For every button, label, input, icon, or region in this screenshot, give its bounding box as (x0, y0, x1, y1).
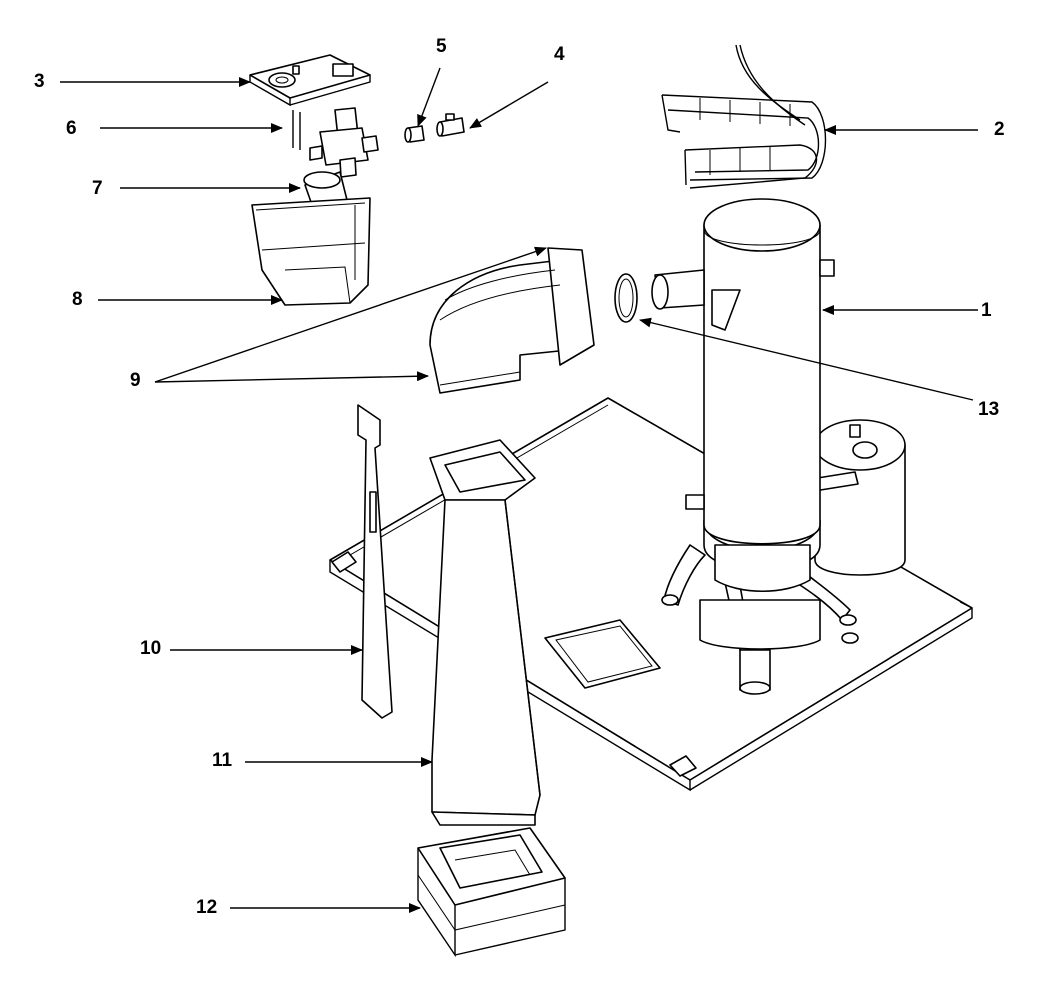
callout-4: 4 (554, 44, 565, 65)
callout-3: 3 (34, 71, 45, 92)
callout-1: 1 (981, 300, 992, 321)
wire-guard (661, 44, 827, 189)
boiler-tank (651, 198, 906, 695)
leader-4 (469, 81, 549, 129)
callout-13: 13 (978, 399, 1000, 420)
callout-8: 8 (72, 289, 83, 310)
callout-10: 10 (140, 638, 162, 659)
callout-11: 11 (212, 750, 233, 771)
top-plate (249, 54, 371, 107)
callout-5: 5 (436, 36, 447, 57)
leader-13 (639, 317, 974, 401)
callout-9: 9 (130, 370, 141, 391)
elbow-duct (429, 247, 595, 394)
o-ring (614, 273, 638, 323)
callout-12: 12 (196, 897, 218, 918)
callout-6: 6 (66, 118, 77, 139)
valve-assembly (292, 107, 379, 178)
fitting-5 (404, 125, 425, 143)
fitting-4 (436, 113, 465, 137)
leader-9a (154, 246, 547, 383)
callout-2: 2 (994, 119, 1005, 140)
leader-lines (60, 67, 978, 913)
reservoir (251, 197, 371, 306)
callout-7: 7 (92, 178, 103, 199)
side-panel (357, 404, 393, 719)
drip-tray (544, 619, 661, 689)
leader-9b (154, 371, 429, 383)
base-block (417, 827, 566, 958)
leader-5 (417, 67, 441, 127)
